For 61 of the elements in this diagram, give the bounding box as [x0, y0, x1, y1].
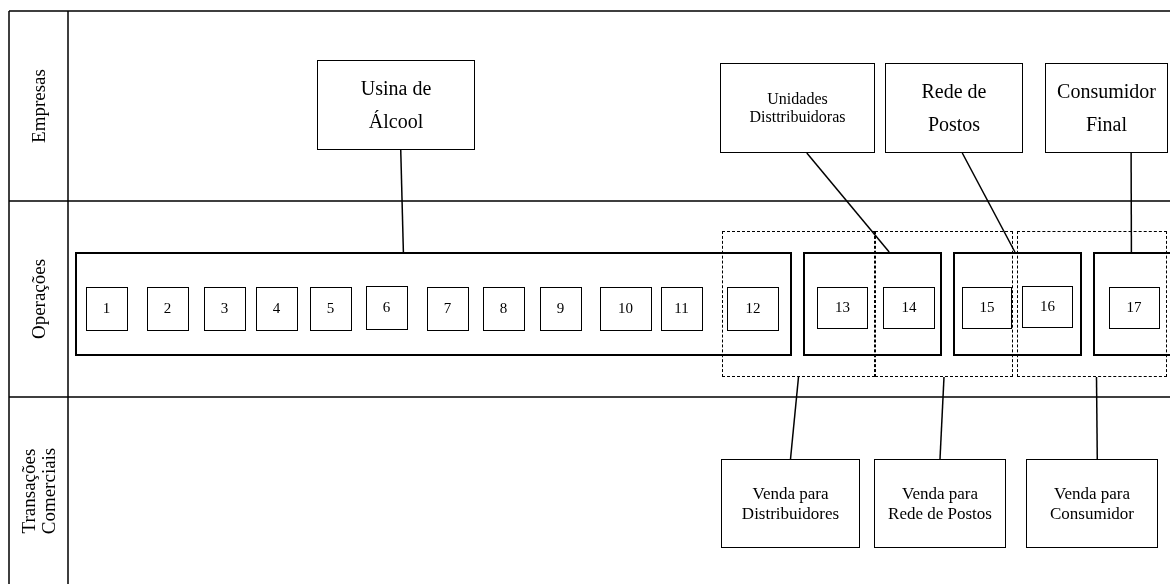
process-box: [885, 63, 1023, 153]
stage-box: [803, 252, 942, 356]
step-number: 4: [272, 299, 281, 318]
step-box: [962, 287, 1012, 329]
leader-line: [400, 149, 405, 253]
step-number: 9: [556, 299, 565, 318]
step-box: [1108, 286, 1160, 329]
step-box: [365, 285, 408, 330]
step-box: [146, 286, 189, 331]
leader-line: [1130, 152, 1133, 253]
step-box: [482, 286, 525, 331]
step-number: 17: [1126, 298, 1142, 317]
box-label: Venda para Distribuidores: [740, 483, 841, 524]
box-label: Venda para Rede de Postos: [887, 483, 993, 524]
step-number: 7: [443, 299, 452, 318]
step-number: 13: [835, 299, 850, 317]
lane-label: Empresas: [28, 69, 49, 143]
step-number: 2: [163, 299, 172, 318]
step-box: [727, 287, 779, 331]
leader-line: [1095, 376, 1099, 460]
step-number: 3: [220, 299, 229, 318]
lane-label: Transações Comerciais: [18, 446, 59, 536]
stage-box: [75, 252, 792, 356]
process-box: [1045, 63, 1168, 153]
step-number: 15: [979, 299, 995, 317]
step-box: [255, 286, 298, 331]
step-number: 12: [745, 300, 761, 318]
step-box: [309, 286, 352, 331]
step-box: [1022, 286, 1073, 328]
step-box: [85, 286, 128, 331]
step-number: 1: [102, 299, 111, 318]
step-box: [883, 287, 935, 329]
lane-label: Operações: [28, 258, 49, 340]
box-label: Rede de Postos: [920, 79, 988, 137]
step-box: [817, 287, 868, 329]
step-number: 11: [674, 299, 689, 318]
step-number: 6: [382, 298, 391, 317]
step-number: 10: [618, 299, 633, 318]
process-box: [317, 60, 475, 150]
process-box: [1026, 459, 1158, 548]
step-box: [660, 286, 703, 331]
process-box: [720, 63, 875, 153]
step-number: 8: [499, 299, 508, 318]
leader-line: [806, 152, 890, 253]
step-box: [599, 286, 652, 331]
leader-line: [789, 376, 800, 460]
process-box: [874, 459, 1006, 548]
process-box: [721, 459, 860, 548]
stage-box: [1093, 252, 1170, 356]
step-number: 16: [1040, 298, 1055, 316]
stage-box: [953, 252, 1082, 356]
box-label: Usina de Álcool: [359, 76, 433, 134]
step-number: 5: [326, 299, 335, 318]
step-number: 14: [901, 299, 917, 317]
box-label: Venda para Consumidor: [1048, 483, 1136, 524]
leader-line: [939, 376, 945, 460]
step-box: [426, 286, 469, 331]
box-label: Unidades Disttribuidoras: [748, 89, 847, 127]
box-label: Consumidor Final: [1056, 79, 1157, 137]
step-box: [203, 286, 246, 331]
step-box: [539, 286, 582, 331]
